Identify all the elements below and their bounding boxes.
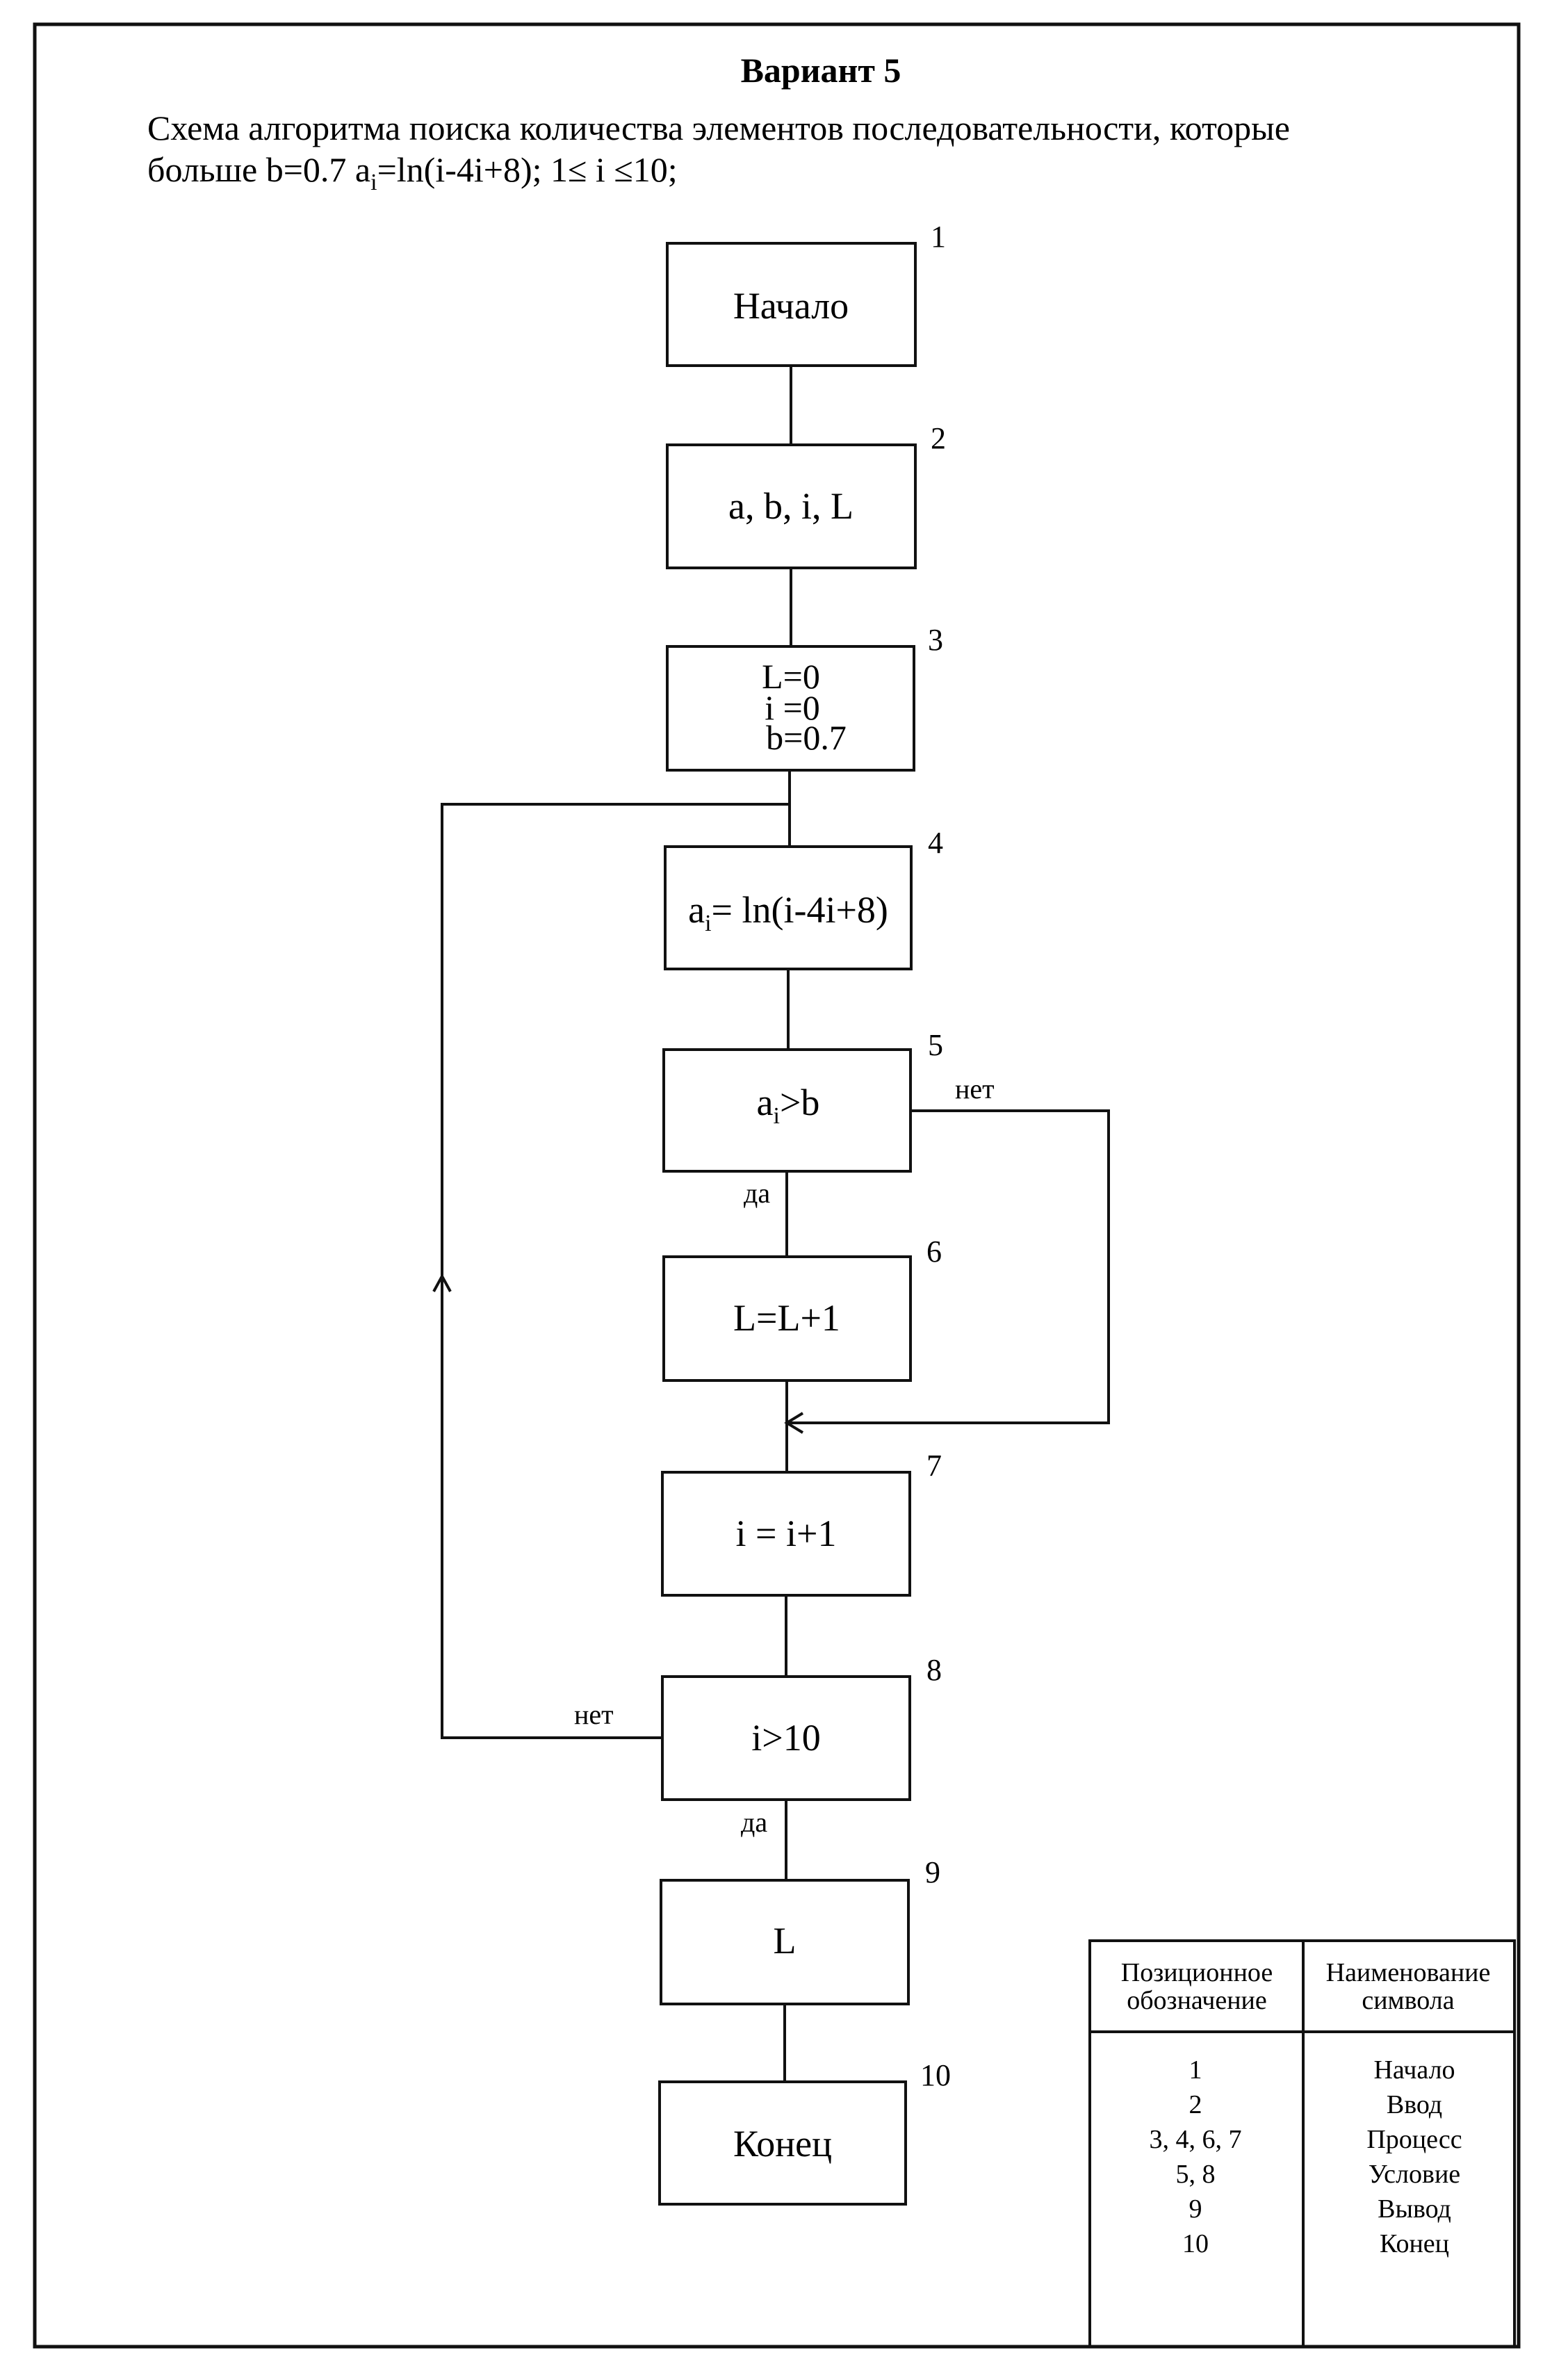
legend-header-col1-line1: Позиционное	[1121, 1958, 1273, 1987]
legend-header-col1-line2: обозначение	[1127, 1986, 1267, 2015]
block-4-label: ai= ln(i-4i+8)	[688, 889, 888, 936]
legend-row-4-pos: 5, 8	[1176, 2160, 1216, 2189]
block-8-number: 8	[926, 1653, 942, 1687]
block-9-label: L	[774, 1920, 797, 1962]
subtitle-line2: больше b=0.7 ai=ln(i-4i+8); 1≤ i ≤10;	[147, 150, 678, 195]
block-5-label: ai>b	[757, 1082, 820, 1129]
legend-header-col2-line2: символа	[1362, 1986, 1454, 2015]
block-2-number: 2	[931, 421, 946, 455]
block-1-number: 1	[931, 220, 946, 254]
legend-row-1-name: Начало	[1373, 2055, 1455, 2085]
legend-row-3-name: Процесс	[1366, 2125, 1462, 2154]
block-7-number: 7	[926, 1449, 942, 1483]
block-6-number: 6	[926, 1235, 942, 1269]
block-6-label: L=L+1	[733, 1297, 840, 1339]
block-8-label: i>10	[751, 1717, 820, 1759]
block-7-label: i = i+1	[736, 1513, 837, 1554]
block-5-number: 5	[928, 1028, 943, 1062]
legend-row-2-pos: 2	[1189, 2090, 1202, 2119]
bypass-arrowhead	[784, 1412, 804, 1434]
loop-line-no-8	[441, 803, 790, 1739]
edge-label-b5-yes: да	[744, 1178, 770, 1209]
block-3-line3: b=0.7	[766, 718, 847, 757]
legend-row-6-name: Конец	[1380, 2229, 1449, 2258]
loop-arrowhead	[432, 1273, 452, 1292]
block-10-end	[658, 2080, 907, 2206]
edge-label-b5-no: нет	[955, 1073, 995, 1105]
legend-row-6-pos: 10	[1182, 2229, 1209, 2258]
block-10-number: 10	[920, 2058, 951, 2092]
edge-label-b8-no: нет	[574, 1699, 614, 1730]
block-10-label: Конец	[733, 2123, 832, 2165]
page-frame	[33, 22, 1521, 2349]
block-3-line1: L=0	[762, 657, 820, 696]
block-3-number: 3	[928, 623, 943, 657]
block-9-number: 9	[925, 1855, 940, 1889]
legend-row-2-name: Ввод	[1387, 2090, 1442, 2119]
legend-row-1-pos: 1	[1189, 2055, 1202, 2085]
legend-row-5-pos: 9	[1189, 2194, 1202, 2224]
block-4-number: 4	[928, 826, 943, 860]
legend-row-3-pos: 3, 4, 6, 7	[1150, 2125, 1242, 2154]
legend-header-col2-line1: Наименование	[1326, 1958, 1491, 1987]
legend-row-4-name: Условие	[1369, 2160, 1460, 2189]
legend-row-5-name: Вывод	[1378, 2194, 1451, 2224]
bypass-line-no-5	[787, 1109, 1110, 1424]
block-2-label: a, b, i, L	[728, 485, 854, 527]
block-1-label: Начало	[733, 285, 849, 327]
block-3-line2: i =0	[765, 688, 820, 727]
page-title: Вариант 5	[741, 51, 901, 90]
subtitle-line1: Схема алгоритма поиска количества элемен…	[147, 108, 1290, 147]
edge-label-b8-yes: да	[741, 1807, 767, 1838]
